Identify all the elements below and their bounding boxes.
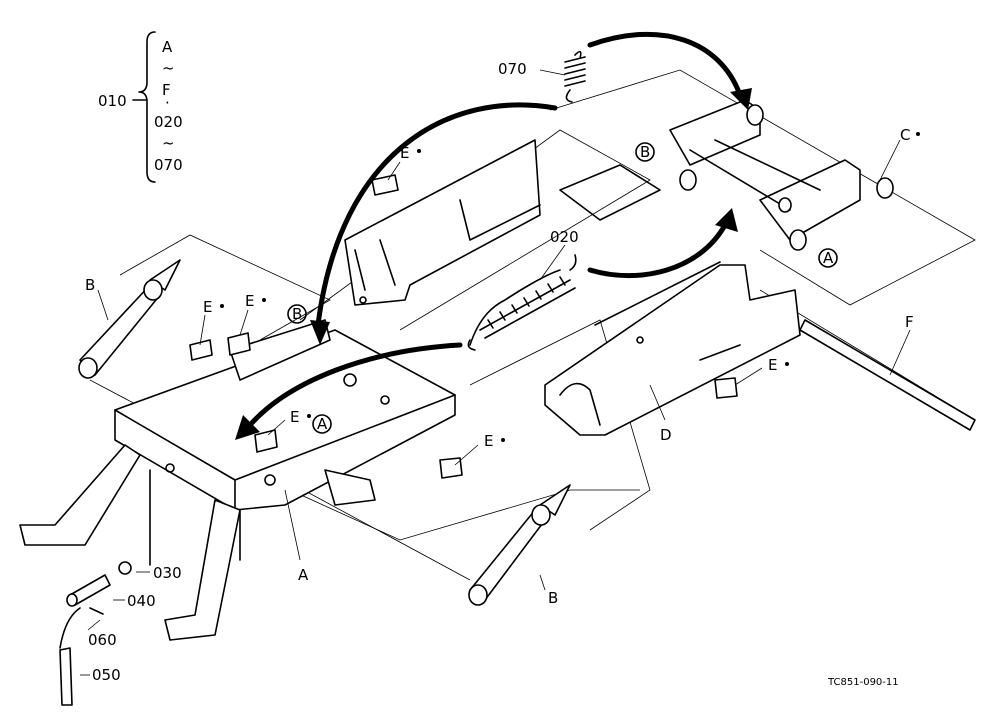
callout-labels: A ~ F · 020 ~ 070 010 070 020 030 040 06… <box>85 38 914 688</box>
kit-list-4: 020 <box>154 113 183 131</box>
small-parts <box>59 561 132 706</box>
callout-a: A <box>298 566 309 584</box>
callout-020: 020 <box>550 228 579 246</box>
bolts-e <box>189 174 738 479</box>
ref-circle-b-1: B <box>640 143 650 161</box>
callout-e-3: E <box>245 292 254 310</box>
latch-bracket-c <box>669 99 894 251</box>
spring-020 <box>467 254 577 351</box>
kit-list-1: ~ <box>162 59 175 77</box>
kit-list-5: ~ <box>162 134 175 152</box>
ref-circle-a-2: A <box>823 249 834 267</box>
upper-slide-rail <box>344 139 661 306</box>
kit-list-2: F <box>162 81 171 99</box>
callout-e-1: E <box>400 144 409 162</box>
assembly-arrows <box>235 31 752 440</box>
kit-list-3: · <box>165 94 170 112</box>
callout-e-2: E <box>203 298 212 316</box>
ref-circle-a-1: A <box>317 415 328 433</box>
callout-050: 050 <box>92 666 121 684</box>
callout-030: 030 <box>153 564 182 582</box>
callout-d: D <box>660 426 672 444</box>
callout-060: 060 <box>88 631 117 649</box>
link-b-upper <box>78 259 181 379</box>
kit-list-0: A <box>162 38 173 56</box>
callout-e-6: E <box>768 356 777 374</box>
ref-circle-b-2: B <box>292 305 302 323</box>
spring-070 <box>564 50 586 103</box>
leader-lines <box>80 69 911 676</box>
callout-040: 040 <box>127 592 156 610</box>
leader-dots <box>220 132 920 442</box>
callout-c: C <box>900 126 910 144</box>
callout-010: 010 <box>98 92 127 110</box>
callout-b-2: B <box>548 589 558 607</box>
link-b-lower <box>468 484 571 606</box>
callout-b-1: B <box>85 276 95 294</box>
drawing-code: TC851-090-11 <box>827 677 899 688</box>
rod-f <box>799 319 976 431</box>
kit-bracket-010 <box>132 31 156 183</box>
callout-f: F <box>905 313 914 331</box>
callout-e-4: E <box>290 408 299 426</box>
lower-slide-rail-d <box>544 261 801 436</box>
callout-070: 070 <box>498 60 527 78</box>
circled-refs <box>287 142 838 434</box>
callout-e-5: E <box>484 432 493 450</box>
kit-list-6: 070 <box>154 156 183 174</box>
